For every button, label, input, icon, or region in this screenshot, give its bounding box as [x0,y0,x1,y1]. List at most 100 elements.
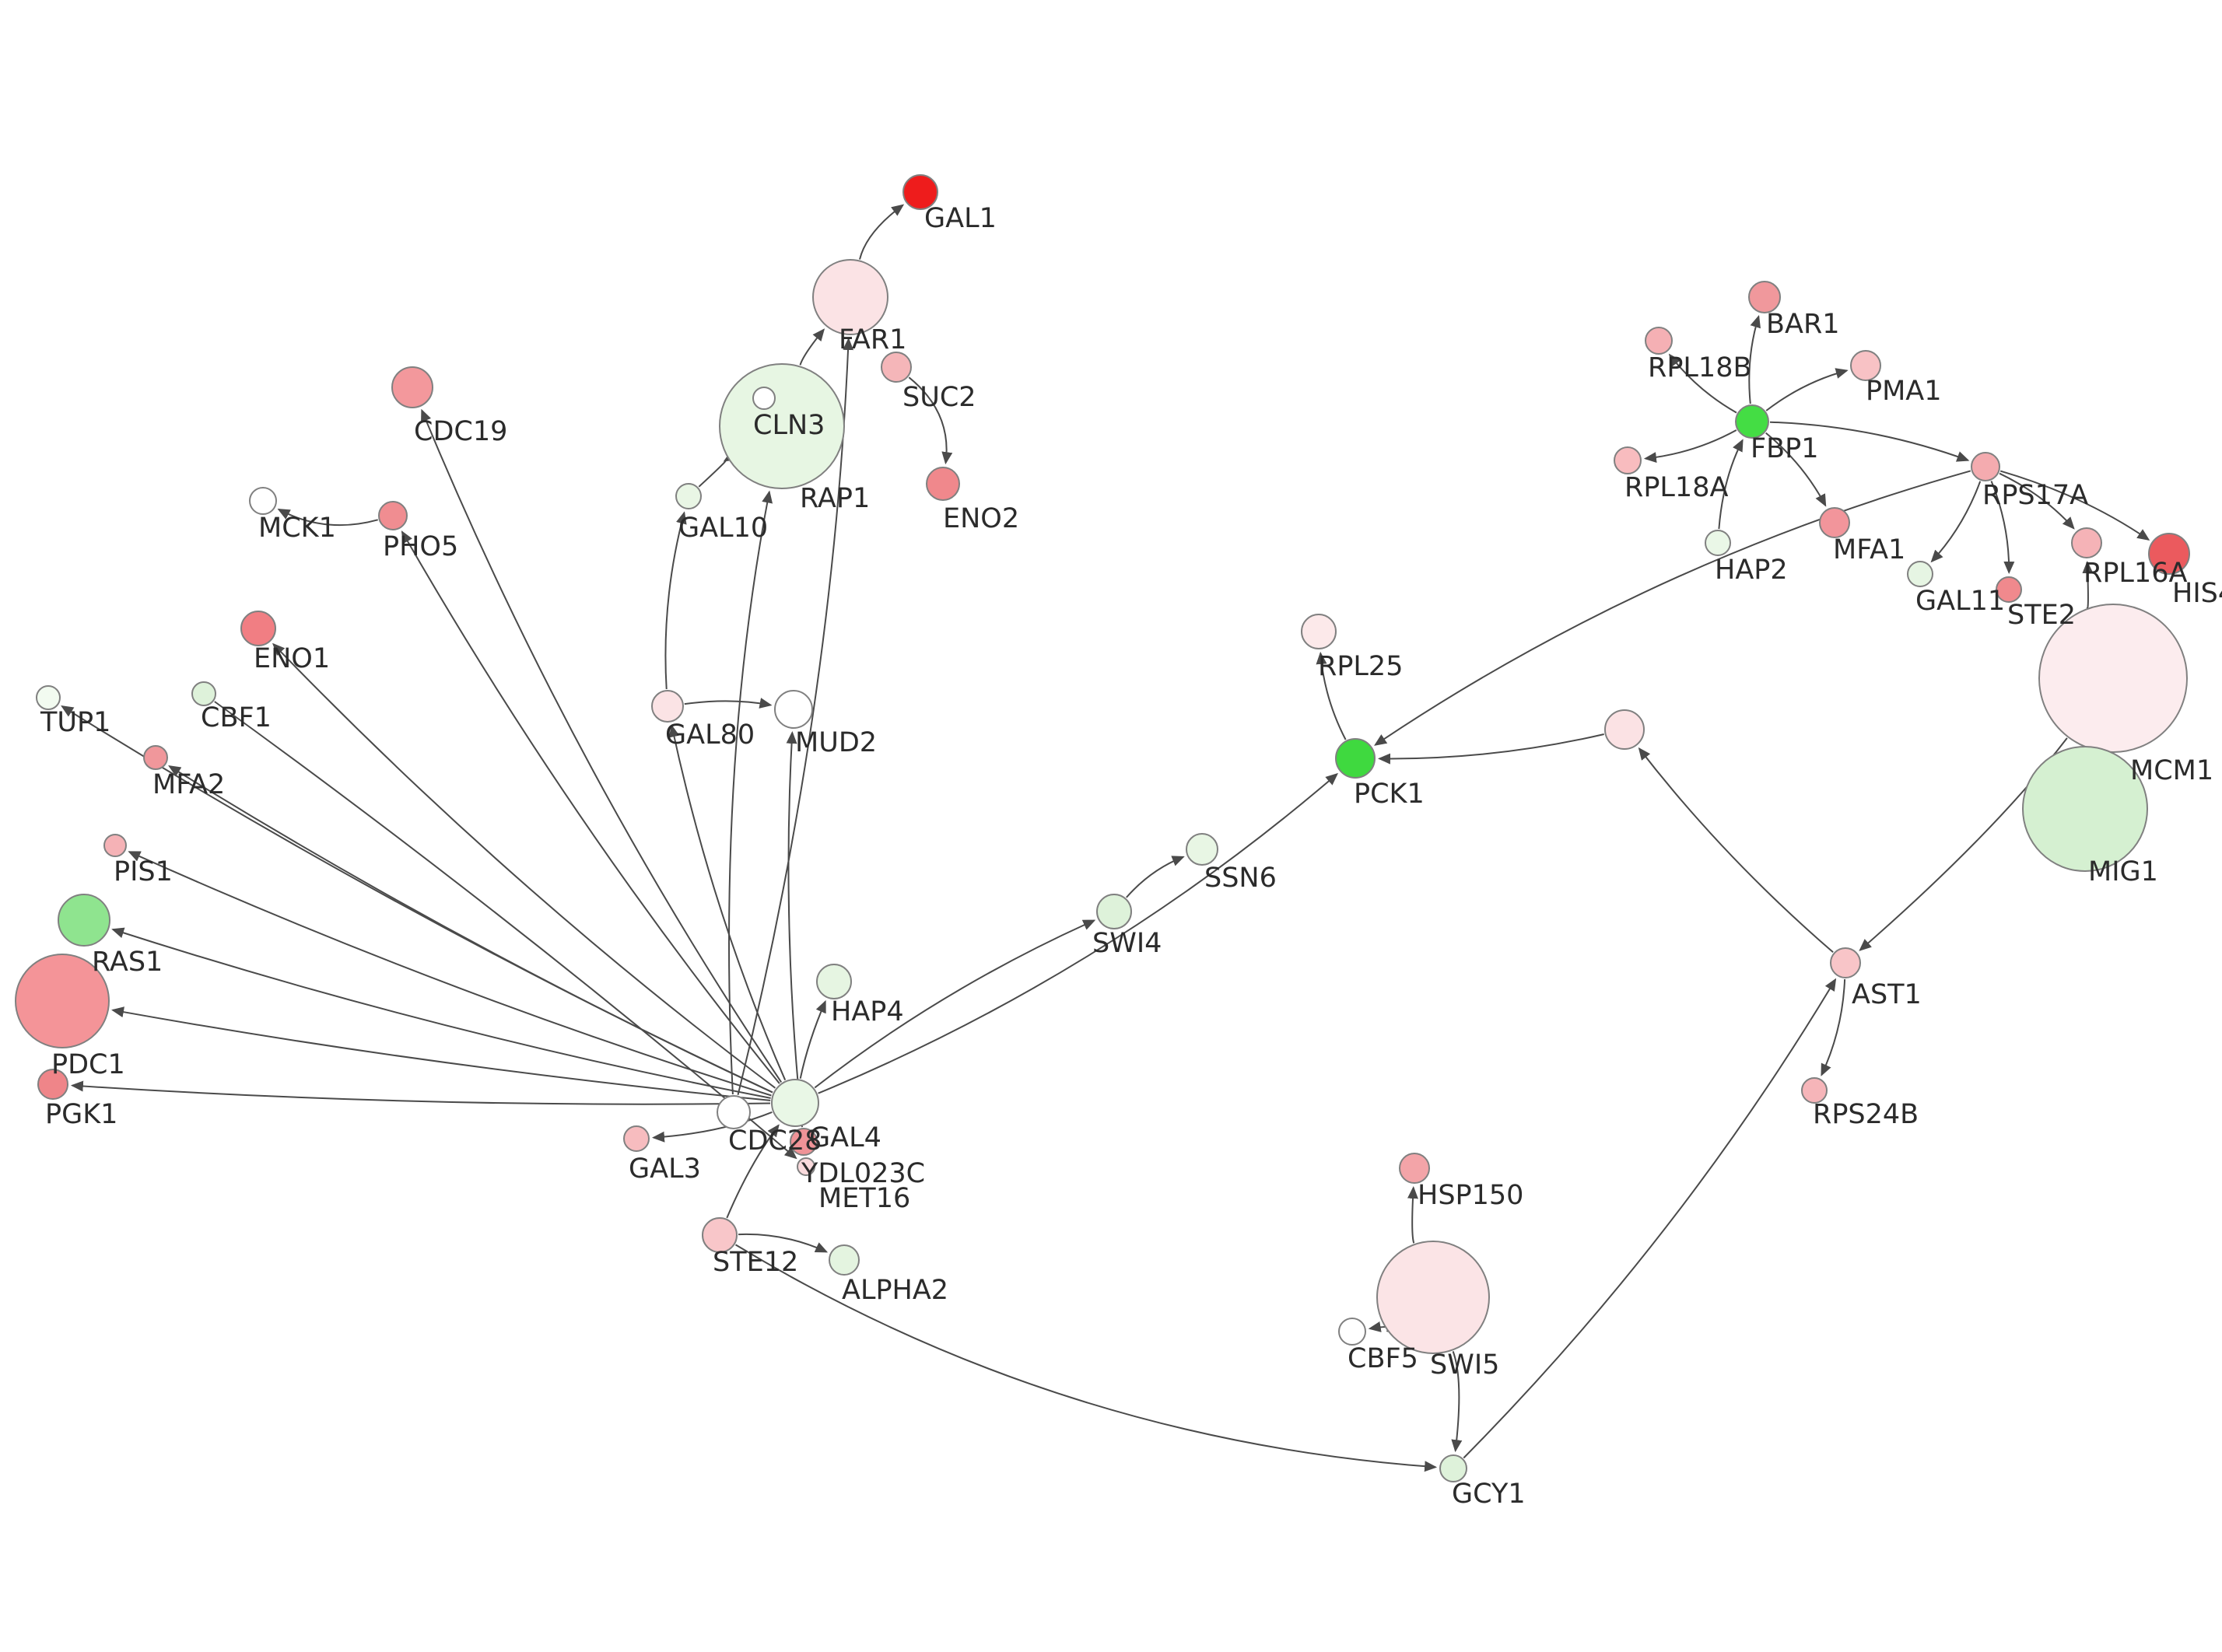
edge-gal10-cln3[interactable] [698,450,738,488]
node-met16[interactable] [797,1157,815,1176]
node-rpl18b[interactable] [1645,327,1673,355]
edge-swi4-ssn6[interactable] [1126,856,1185,898]
edge-ast1-rps24b[interactable] [1821,978,1846,1076]
node-rps24b[interactable] [1801,1077,1828,1104]
edge-far1-gal1[interactable] [859,204,905,260]
node-mcm1[interactable] [2038,604,2188,753]
node-swi5[interactable] [1376,1241,1490,1354]
node-hap4[interactable] [816,964,852,999]
edge-ste12-gal4[interactable] [726,1124,780,1219]
node-cbf5[interactable] [1338,1318,1366,1346]
edge-gal80-mud2[interactable] [684,698,773,709]
edge-rps17a-gal11[interactable] [1930,481,1982,563]
node-rpl25[interactable] [1301,614,1337,649]
edge-gal4-pis1[interactable] [128,851,772,1097]
node-gal4[interactable] [771,1079,819,1127]
node-rpl18a[interactable] [1614,446,1642,474]
node-eno1[interactable] [240,611,276,646]
edge-cbf1-met16[interactable] [214,701,797,1160]
node-ydl023c[interactable] [790,1128,818,1156]
edge-gal4-hap4[interactable] [799,999,826,1079]
edge-swi5-gcy1[interactable] [1451,1351,1463,1453]
node-mfa2[interactable] [143,745,168,770]
node-mud2[interactable] [774,690,813,729]
edge-suc2-eno2[interactable] [908,376,953,465]
edge-ste12-alpha2[interactable] [738,1233,829,1253]
edge-fbp1-rpl18b[interactable] [1668,353,1737,414]
node-ras1[interactable] [58,894,110,947]
node-pho5[interactable] [378,501,408,530]
node-alpha2[interactable] [829,1244,860,1276]
node-cdc28[interactable] [717,1095,751,1129]
edge-fbp1-mfa1[interactable] [1765,432,1827,507]
edge-gal80-gal10[interactable] [664,511,687,690]
node-unlabeled[interactable] [1604,709,1645,750]
edge-gal4-gal80[interactable] [668,724,787,1081]
node-mig1[interactable] [2022,746,2148,872]
node-ste12[interactable] [702,1217,738,1253]
node-eno2[interactable] [926,467,960,501]
edge-fbp1-rpl18a[interactable] [1643,429,1737,464]
edge-swi5-hsp150[interactable] [1407,1186,1418,1244]
edge-gal4-gal3[interactable] [652,1111,773,1143]
edge-gal4-mfa2[interactable] [168,765,773,1094]
edge-ast1-unnamed1[interactable] [1638,747,1834,954]
node-mfa1[interactable] [1819,507,1850,538]
node-swi4[interactable] [1096,894,1132,929]
edge-ydl023c-mud2[interactable] [786,731,803,1128]
edge-gal4-swi4[interactable] [814,919,1096,1089]
edge-gal4-ras1[interactable] [111,927,771,1099]
node-gcy1[interactable] [1439,1454,1467,1482]
edge-cdc28-cln3[interactable] [728,490,773,1095]
edge-gal4-pdc1[interactable] [111,1006,771,1101]
node-ssn6[interactable] [1186,833,1218,866]
node-rps17a[interactable] [1971,452,2000,481]
node-gal80[interactable] [651,690,684,723]
node-gal10[interactable] [675,483,702,509]
node-hsp150[interactable] [1399,1153,1430,1184]
edge-gal4-pck1[interactable] [818,772,1339,1094]
edge-gal4-eno1[interactable] [272,642,776,1089]
node-his4[interactable] [2148,533,2190,575]
edge-gal4-pho5[interactable] [401,530,780,1084]
edge-unnamed1-pck1[interactable] [1378,733,1604,765]
node-cdc19[interactable] [391,366,433,408]
edge-pck1-rpl25[interactable] [1316,651,1347,740]
edge-gal4-cdc19[interactable] [421,408,783,1083]
edge-fbp1-bar1[interactable] [1748,314,1761,404]
edge-fbp1-pma1[interactable] [1765,368,1849,411]
node-gal3[interactable] [623,1125,650,1152]
node-pis1[interactable] [103,834,127,857]
edge-pho5-mck1[interactable] [277,508,378,527]
edge-rps17a-rpl16a[interactable] [1999,472,2075,530]
node-cln3[interactable] [719,363,845,489]
node-ste2[interactable] [1996,576,2022,603]
edge-rps17a-ste2[interactable] [1990,481,2015,574]
node-hap2[interactable] [1705,530,1731,556]
edge-rps17a-pck1[interactable] [1374,470,1971,746]
node-cbf1[interactable] [191,681,216,706]
node-mck1[interactable] [249,487,277,515]
edge-cln3-far1[interactable] [799,328,825,366]
node-gal1[interactable] [902,174,938,210]
edge-gcy1-ast1[interactable] [1463,978,1837,1459]
node-suc2[interactable] [881,352,912,383]
edge-cdc28-far1[interactable] [737,338,854,1095]
edge-hap2-fbp1[interactable] [1718,439,1744,530]
node-pck1[interactable] [1335,738,1376,779]
edge-fbp1-rps17a[interactable] [1769,421,1970,462]
node-bar1[interactable] [1748,281,1781,313]
node-pgk1[interactable] [37,1069,68,1100]
edge-mcm1-rpl16a[interactable] [2082,561,2094,609]
node-pma1[interactable] [1850,350,1881,381]
edge-gal4-pgk1[interactable] [70,1080,771,1105]
node-pdc1[interactable] [15,954,110,1048]
edge-rps17a-his4[interactable] [1999,470,2150,541]
node-tup1[interactable] [36,685,61,710]
node-ast1[interactable] [1830,947,1861,978]
edge-ste12-gcy1[interactable] [734,1244,1438,1472]
node-far1[interactable] [812,259,888,335]
node-rap1[interactable] [752,387,776,410]
node-fbp1[interactable] [1735,404,1769,439]
